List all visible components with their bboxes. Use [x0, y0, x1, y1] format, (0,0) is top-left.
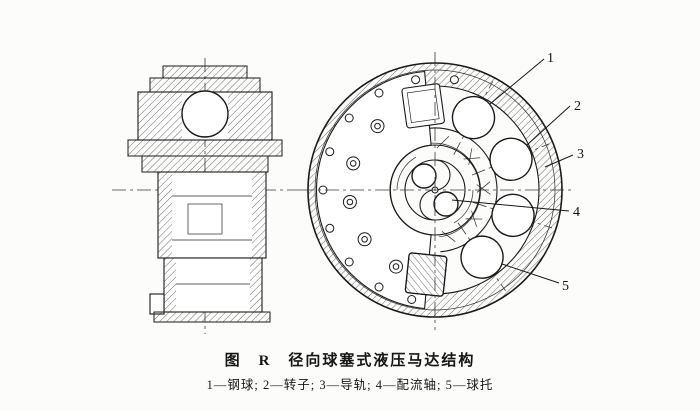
main-body-hatching	[158, 172, 266, 258]
lower-block	[163, 257, 263, 313]
callout-3: 3	[577, 147, 584, 162]
upper-housing-hatching	[138, 92, 272, 140]
bottom-plunger-slot	[404, 252, 448, 297]
left-section-view	[112, 58, 300, 334]
leader-4	[451, 199, 570, 212]
side-tab	[149, 293, 165, 315]
body-port-lines	[172, 195, 252, 241]
ball-slot-1	[436, 81, 496, 165]
ball-slot-2	[463, 137, 550, 193]
steel-ball-2	[489, 137, 533, 181]
base-plate	[153, 311, 271, 323]
section-steel-ball	[181, 90, 229, 138]
callout-4: 4	[573, 205, 580, 220]
steel-ball-1	[451, 95, 496, 140]
leader-lines	[451, 58, 574, 284]
leader-1	[489, 58, 545, 105]
flange-lower	[141, 155, 269, 173]
top-plunger-slot	[401, 83, 445, 129]
leader-5	[501, 263, 560, 284]
cover-bolt-heads	[342, 119, 403, 274]
figure-caption: 图 R 径向球塞式液压马达结构	[224, 353, 476, 369]
top-cap-band	[149, 77, 261, 93]
distribution-shaft	[389, 144, 481, 236]
main-body	[157, 171, 267, 259]
leader-2	[526, 105, 571, 146]
lower-block-hatching	[164, 258, 262, 312]
right-section-view: 1 2 3 4 5	[300, 51, 584, 330]
callout-5: 5	[562, 279, 569, 294]
rim-bolt-holes	[318, 75, 459, 304]
ball-seat-arc	[190, 131, 220, 138]
rotor-inner-arc	[430, 142, 481, 238]
top-cap-plate	[162, 65, 248, 79]
body-inner-bore	[187, 203, 223, 235]
callout-2: 2	[574, 99, 581, 114]
figure-legend: 1—钢球; 2—转子; 3—导轨; 4—配流轴; 5—球托	[206, 378, 494, 392]
center-ball-left	[411, 163, 437, 189]
center-ball-right	[433, 191, 459, 217]
callout-1: 1	[547, 51, 554, 66]
flange-upper	[127, 139, 283, 157]
steel-ball-4	[460, 235, 504, 279]
ball-slot-4	[441, 210, 506, 291]
leader-3	[544, 154, 574, 168]
